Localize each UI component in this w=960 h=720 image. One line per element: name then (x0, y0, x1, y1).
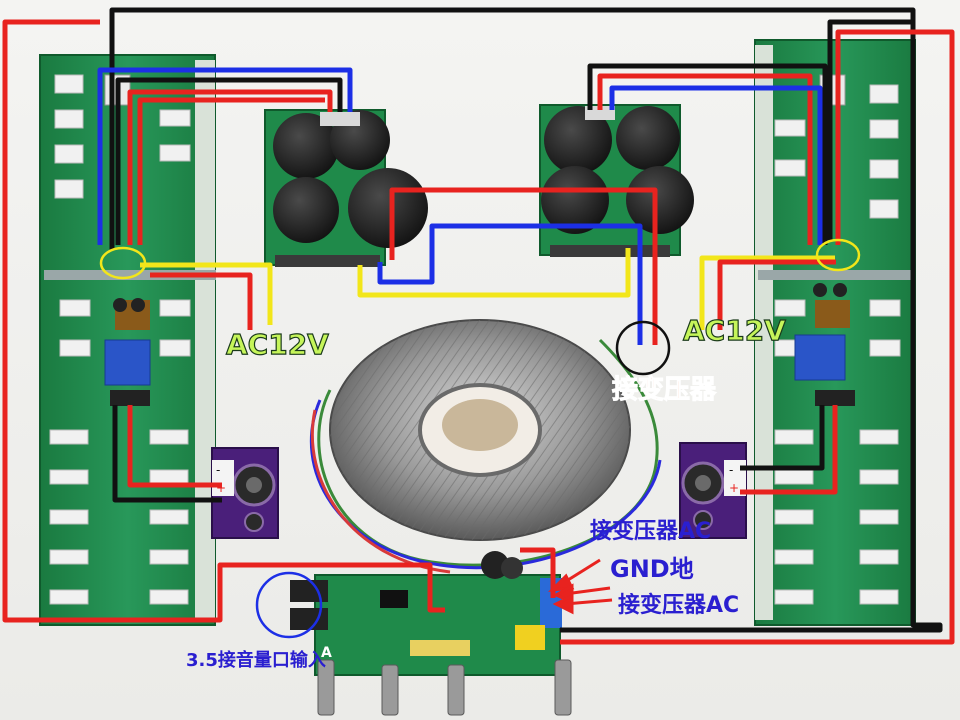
audio-input-highlight (255, 571, 323, 639)
label-transformer-connect: 接变压器 (612, 374, 717, 405)
wire-red-right-speaker (740, 405, 838, 495)
wire-red-left-power2 (137, 97, 325, 245)
wire-red-loop (560, 29, 955, 645)
bass-knob (381, 664, 399, 716)
wire-black-right-speaker (740, 405, 825, 471)
left-relay (104, 339, 151, 386)
ac-arrows (547, 558, 613, 615)
capacitor-icon (501, 557, 523, 579)
right-speaker-terminal (815, 390, 855, 406)
wire-yellow-left (140, 262, 273, 325)
speaker-icon: - + (211, 447, 279, 539)
wire-blue-right-power (609, 85, 823, 245)
right-capacitor-bank (539, 104, 694, 257)
wire-yellow-right (699, 255, 835, 330)
speaker-icon: - + (679, 442, 747, 539)
audio-jack (290, 580, 328, 602)
capacitor-icon (626, 166, 694, 234)
wires (2, 7, 955, 645)
capacitor-icon (348, 168, 428, 248)
wire-black-outer (109, 7, 943, 633)
right-relay (794, 334, 846, 381)
svg-text:-: - (729, 463, 733, 477)
wire-red-right-ac (717, 259, 836, 330)
capacitor-icon (273, 177, 339, 243)
label-port-a: A (321, 645, 332, 661)
wire-black-left-power (115, 77, 343, 245)
audio-jack (290, 608, 328, 630)
balance-knob (554, 659, 572, 716)
volume-knob (317, 659, 335, 716)
preamp-board (290, 551, 572, 716)
right-amp-board (754, 39, 916, 626)
svg-text:-: - (216, 463, 220, 477)
label-ac12v-right: AC12V (683, 314, 786, 347)
wire-black-left-speaker (112, 405, 222, 503)
label-transformer-ac-top: 接变压器AC (590, 518, 711, 544)
left-speaker-terminal (110, 390, 150, 406)
label-audio-input: 3.5接音量口输入 (186, 649, 326, 671)
capacitor-icon (273, 113, 339, 179)
left-ac-input-highlight (99, 246, 147, 280)
right-ac-input-highlight (815, 238, 861, 272)
wire-blue-left-power (97, 67, 353, 245)
wire-red-left-loop (2, 19, 445, 623)
wire-red-transformer (389, 187, 658, 345)
toroidal-transformer (309, 319, 662, 574)
label-transformer-ac-bottom: 接变压器AC (618, 592, 739, 618)
capacitor-icon (616, 106, 680, 170)
wire-red-left-ac (150, 272, 253, 330)
right-inductor (815, 300, 850, 328)
treble-knob (447, 664, 465, 716)
capacitor-icon (541, 166, 609, 234)
capacitor-icon (131, 298, 145, 312)
wire-red-left-power (127, 89, 333, 245)
wire-black-right-power (587, 63, 828, 245)
wire-blue-transformer (377, 223, 643, 345)
svg-text:+: + (216, 481, 226, 495)
capacitor-icon (813, 283, 827, 297)
svg-text:+: + (729, 481, 739, 495)
wire-red-outer (520, 547, 556, 598)
label-gnd: GND地 (610, 555, 694, 583)
wire-red-left-speaker (127, 405, 222, 488)
wire-black-right (827, 19, 913, 240)
capacitor-icon (833, 283, 847, 297)
wire-yellow-bus (357, 248, 631, 298)
capacitor-icon (544, 106, 612, 174)
label-ac12v-left: AC12V (226, 328, 329, 361)
wire-red-right-power (597, 73, 813, 245)
capacitor-icon (113, 298, 127, 312)
transformer-connect-highlight (615, 320, 671, 376)
